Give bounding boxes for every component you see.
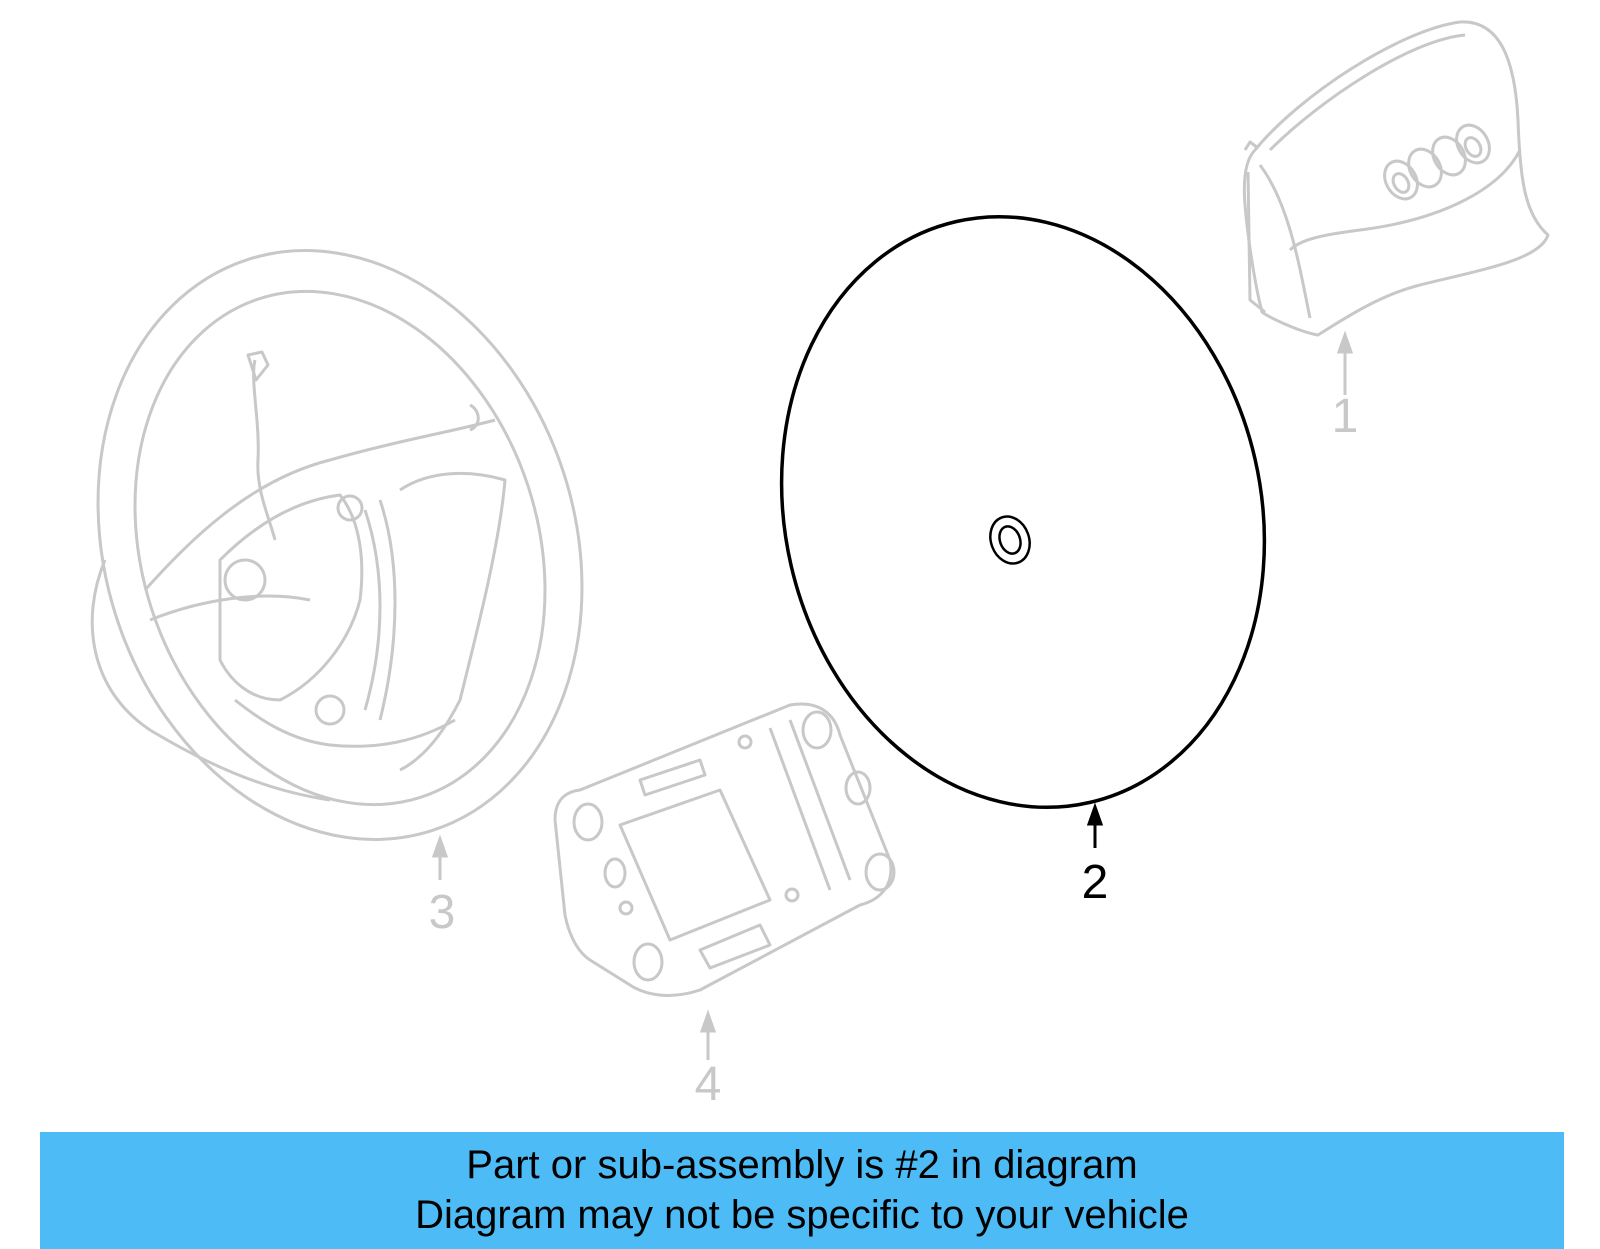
callout-label-1: 1: [1332, 390, 1359, 443]
part-4-mounting-bracket[interactable]: [553, 702, 896, 997]
banner-line-part-number: Part or sub-assembly is #2 in diagram: [466, 1143, 1138, 1187]
callout-label-4: 4: [695, 1058, 722, 1111]
callout-arrow-1: [1336, 330, 1354, 395]
callout-arrow-3: [431, 834, 449, 880]
part-2-horn-cover[interactable]: [724, 168, 1322, 856]
callout-label-2: 2: [1082, 856, 1109, 909]
info-banner: Part or sub-assembly is #2 in diagram Di…: [40, 1132, 1564, 1249]
callout-label-3: 3: [429, 886, 456, 939]
callout-arrow-2: [1086, 802, 1104, 848]
part-1-airbag-module[interactable]: [1242, 20, 1550, 337]
part-3-steering-wheel[interactable]: [24, 187, 656, 903]
banner-line-disclaimer: Diagram may not be specific to your vehi…: [415, 1193, 1189, 1237]
callout-arrow-4: [699, 1009, 717, 1060]
